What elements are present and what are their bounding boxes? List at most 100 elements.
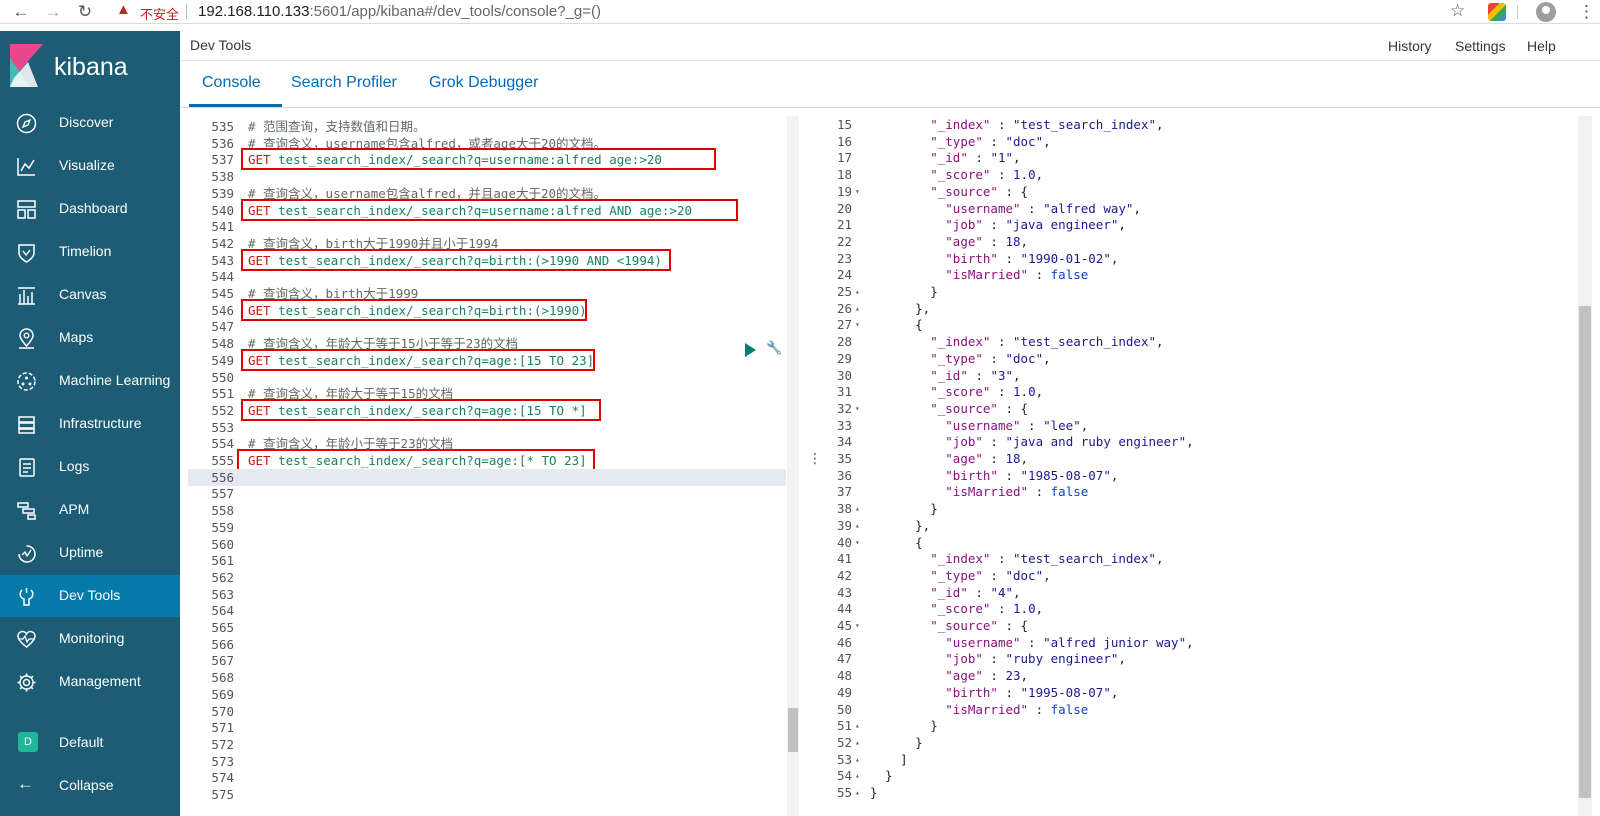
fold-close-icon[interactable]: ▴ — [855, 721, 860, 731]
editor-line[interactable]: 547 — [188, 318, 787, 335]
editor-line[interactable]: 566 — [188, 636, 787, 653]
editor-line[interactable]: 569 — [188, 686, 787, 703]
editor-line[interactable]: 570 — [188, 703, 787, 720]
editor-line[interactable]: 574 — [188, 769, 787, 786]
editor-line[interactable]: 558 — [188, 502, 787, 519]
fold-open-icon[interactable]: ▾ — [855, 186, 860, 196]
editor-line[interactable]: 550 — [188, 369, 787, 386]
editor-scroll-thumb[interactable] — [788, 708, 798, 752]
sidebar-item-infrastructure[interactable]: Infrastructure — [0, 403, 180, 445]
tab-grok-debugger[interactable]: Grok Debugger — [429, 74, 539, 91]
fold-close-icon[interactable]: ▴ — [855, 504, 860, 514]
editor-line[interactable]: 544 — [188, 268, 787, 285]
tab-search-profiler[interactable]: Search Profiler — [291, 74, 397, 91]
console-editor[interactable]: 535# 范围查询，支持数值和日期。536# 查询含义，username包含al… — [188, 116, 787, 816]
fold-open-icon[interactable]: ▾ — [855, 320, 860, 330]
help-link[interactable]: Help — [1527, 38, 1556, 54]
highlight-box — [241, 248, 671, 271]
editor-line[interactable]: 563 — [188, 586, 787, 603]
sidebar-item-management[interactable]: Management — [0, 661, 180, 703]
settings-link[interactable]: Settings — [1455, 38, 1506, 54]
forward-arrow-icon[interactable]: → — [44, 2, 62, 21]
sidebar-item-logs[interactable]: Logs — [0, 446, 180, 488]
output-scrollbar[interactable] — [1578, 116, 1592, 816]
editor-line[interactable]: 538 — [188, 168, 787, 185]
fold-close-icon[interactable]: ▴ — [855, 303, 860, 313]
editor-line[interactable]: 562 — [188, 569, 787, 586]
editor-line[interactable]: 557 — [188, 485, 787, 502]
editor-line[interactable]: 559 — [188, 519, 787, 536]
bookmark-star-icon[interactable]: ☆ — [1450, 1, 1466, 20]
sidebar-item-dev-tools[interactable]: Dev Tools — [0, 575, 180, 617]
editor-line[interactable]: 554# 查询含义，年龄小于等于23的文档 — [188, 435, 787, 452]
browser-menu-icon[interactable]: ⋮ — [1578, 2, 1595, 21]
editor-line[interactable]: 551# 查询含义，年龄大于等于15的文档 — [188, 385, 787, 402]
space-selector[interactable]: D Default — [0, 722, 180, 764]
output-scroll-thumb[interactable] — [1579, 306, 1591, 798]
editor-line[interactable]: 572 — [188, 736, 787, 753]
collapse-button[interactable]: ← Collapse — [0, 765, 180, 807]
editor-line[interactable]: 573 — [188, 753, 787, 770]
editor-line[interactable]: 568 — [188, 669, 787, 686]
sidebar-item-timelion[interactable]: Timelion — [0, 231, 180, 273]
tab-console[interactable]: Console — [202, 74, 261, 91]
fold-open-icon[interactable]: ▾ — [855, 537, 860, 547]
editor-line[interactable]: 535# 范围查询，支持数值和日期。 — [188, 118, 787, 135]
editor-line[interactable]: 565 — [188, 619, 787, 636]
editor-scrollbar[interactable] — [787, 116, 799, 816]
run-request-icon[interactable] — [745, 343, 756, 357]
sidebar-item-discover[interactable]: Discover — [0, 102, 180, 144]
wrench-icon[interactable]: 🔧 — [766, 340, 783, 355]
profile-avatar-icon[interactable] — [1536, 2, 1556, 22]
kibana-logo-icon[interactable] — [10, 44, 43, 87]
editor-line[interactable]: 571 — [188, 719, 787, 736]
fold-close-icon[interactable]: ▴ — [855, 754, 860, 764]
sidebar-item-uptime[interactable]: Uptime — [0, 532, 180, 574]
editor-line[interactable]: 564 — [188, 602, 787, 619]
fold-open-icon[interactable]: ▾ — [855, 621, 860, 630]
fold-close-icon[interactable]: ▴ — [855, 520, 860, 530]
fold-close-icon[interactable]: ▴ — [855, 771, 860, 781]
fold-close-icon[interactable]: ▴ — [855, 788, 860, 797]
editor-line[interactable]: 542# 查询含义，birth大于1990并且小于1994 — [188, 235, 787, 252]
fold-close-icon[interactable]: ▴ — [855, 737, 860, 747]
editor-line[interactable]: 548# 查询含义，年龄大于等于15小于等于23的文档 — [188, 335, 787, 352]
sidebar-item-canvas[interactable]: Canvas — [0, 274, 180, 316]
editor-line[interactable]: 567 — [188, 652, 787, 669]
brand-name[interactable]: kibana — [54, 53, 128, 81]
editor-line[interactable]: 541 — [188, 218, 787, 235]
editor-line[interactable]: 575 — [188, 786, 787, 803]
sidebar-item-visualize[interactable]: Visualize — [0, 145, 180, 187]
reload-icon[interactable]: ↻ — [77, 2, 93, 21]
editor-line[interactable]: 553 — [188, 419, 787, 436]
sidebar-item-machine-learning[interactable]: Machine Learning — [0, 360, 180, 402]
sidebar-item-maps[interactable]: Maps — [0, 317, 180, 359]
editor-line[interactable]: 539# 查询含义，username包含alfred，并且age大于20的文档。 — [188, 185, 787, 202]
editor-line[interactable]: 560 — [188, 536, 787, 553]
editor-line[interactable]: 561 — [188, 552, 787, 569]
extension-icon[interactable] — [1488, 3, 1506, 21]
editor-line[interactable]: 556 — [188, 469, 787, 486]
security-warning[interactable]: 不安全 — [140, 7, 180, 22]
address-bar[interactable]: 192.168.110.133:5601/app/kibana#/dev_too… — [198, 3, 601, 20]
output-line: 47 "job" : "ruby engineer", — [808, 650, 1578, 667]
warning-icon[interactable]: ▲ — [116, 1, 131, 18]
history-link[interactable]: History — [1388, 38, 1432, 54]
editor-line[interactable]: 536# 查询含义，username包含alfred，或者age大于20的文档。 — [188, 135, 787, 152]
sidebar-item-dashboard[interactable]: Dashboard — [0, 188, 180, 230]
sidebar-item-apm[interactable]: APM — [0, 489, 180, 531]
sidebar-item-monitoring[interactable]: Monitoring — [0, 618, 180, 660]
fold-close-icon[interactable]: ▴ — [855, 287, 860, 296]
back-arrow-icon[interactable]: ← — [12, 2, 30, 21]
editor-line[interactable]: 545# 查询含义，birth大于1999 — [188, 285, 787, 302]
fold-open-icon[interactable]: ▾ — [855, 403, 860, 413]
pane-resizer-handle[interactable]: ⋮ — [808, 450, 822, 466]
response-output[interactable]: 15 "_index" : "test_search_index",16 "_t… — [808, 116, 1578, 816]
